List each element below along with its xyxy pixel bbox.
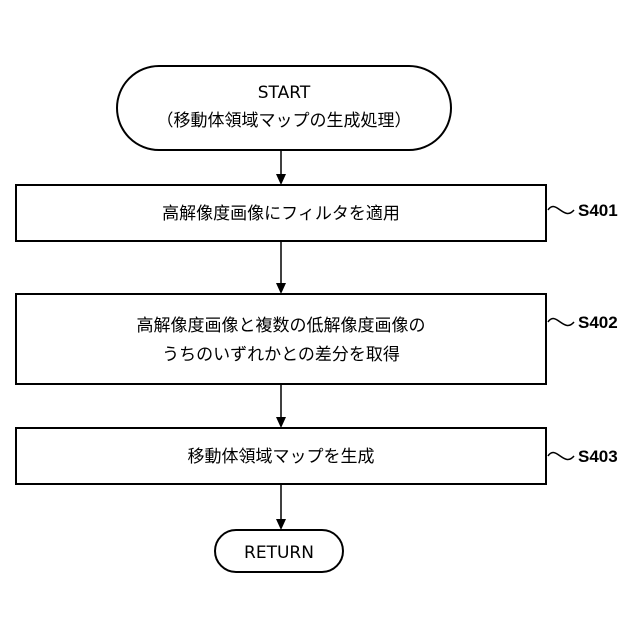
- step-label: S401: [578, 201, 618, 220]
- process-step-text-line1: 高解像度画像と複数の低解像度画像の: [137, 316, 426, 336]
- process-step-s402: 高解像度画像と複数の低解像度画像の うちのいずれかとの差分を取得 S402: [16, 294, 618, 384]
- connector-s401-s402: [276, 241, 286, 294]
- step-label-leader: [548, 207, 574, 214]
- start-terminal: START （移動体領域マップの生成処理）: [117, 66, 451, 150]
- connector-s402-s403: [276, 384, 286, 428]
- process-step-text: 高解像度画像にフィルタを適用: [162, 204, 400, 224]
- process-box: [16, 294, 546, 384]
- start-title: START: [258, 83, 311, 103]
- process-step-text-line2: うちのいずれかとの差分を取得: [162, 345, 400, 365]
- step-label-leader: [548, 319, 574, 326]
- process-step-s401: 高解像度画像にフィルタを適用 S401: [16, 185, 618, 241]
- step-label: S402: [578, 313, 618, 332]
- return-terminal: RETURN: [215, 530, 343, 572]
- arrowhead: [276, 519, 286, 530]
- step-label-leader: [548, 453, 574, 460]
- process-step-s403: 移動体領域マップを生成 S403: [16, 428, 618, 484]
- return-label: RETURN: [244, 543, 314, 563]
- start-terminal-shape: [117, 66, 451, 150]
- process-step-text: 移動体領域マップを生成: [188, 447, 375, 467]
- arrowhead: [276, 174, 286, 185]
- start-subtitle: （移動体領域マップの生成処理）: [157, 111, 412, 131]
- connector-start-s401: [276, 150, 286, 185]
- arrowhead: [276, 283, 286, 294]
- arrowhead: [276, 417, 286, 428]
- step-label: S403: [578, 447, 618, 466]
- connector-s403-return: [276, 484, 286, 530]
